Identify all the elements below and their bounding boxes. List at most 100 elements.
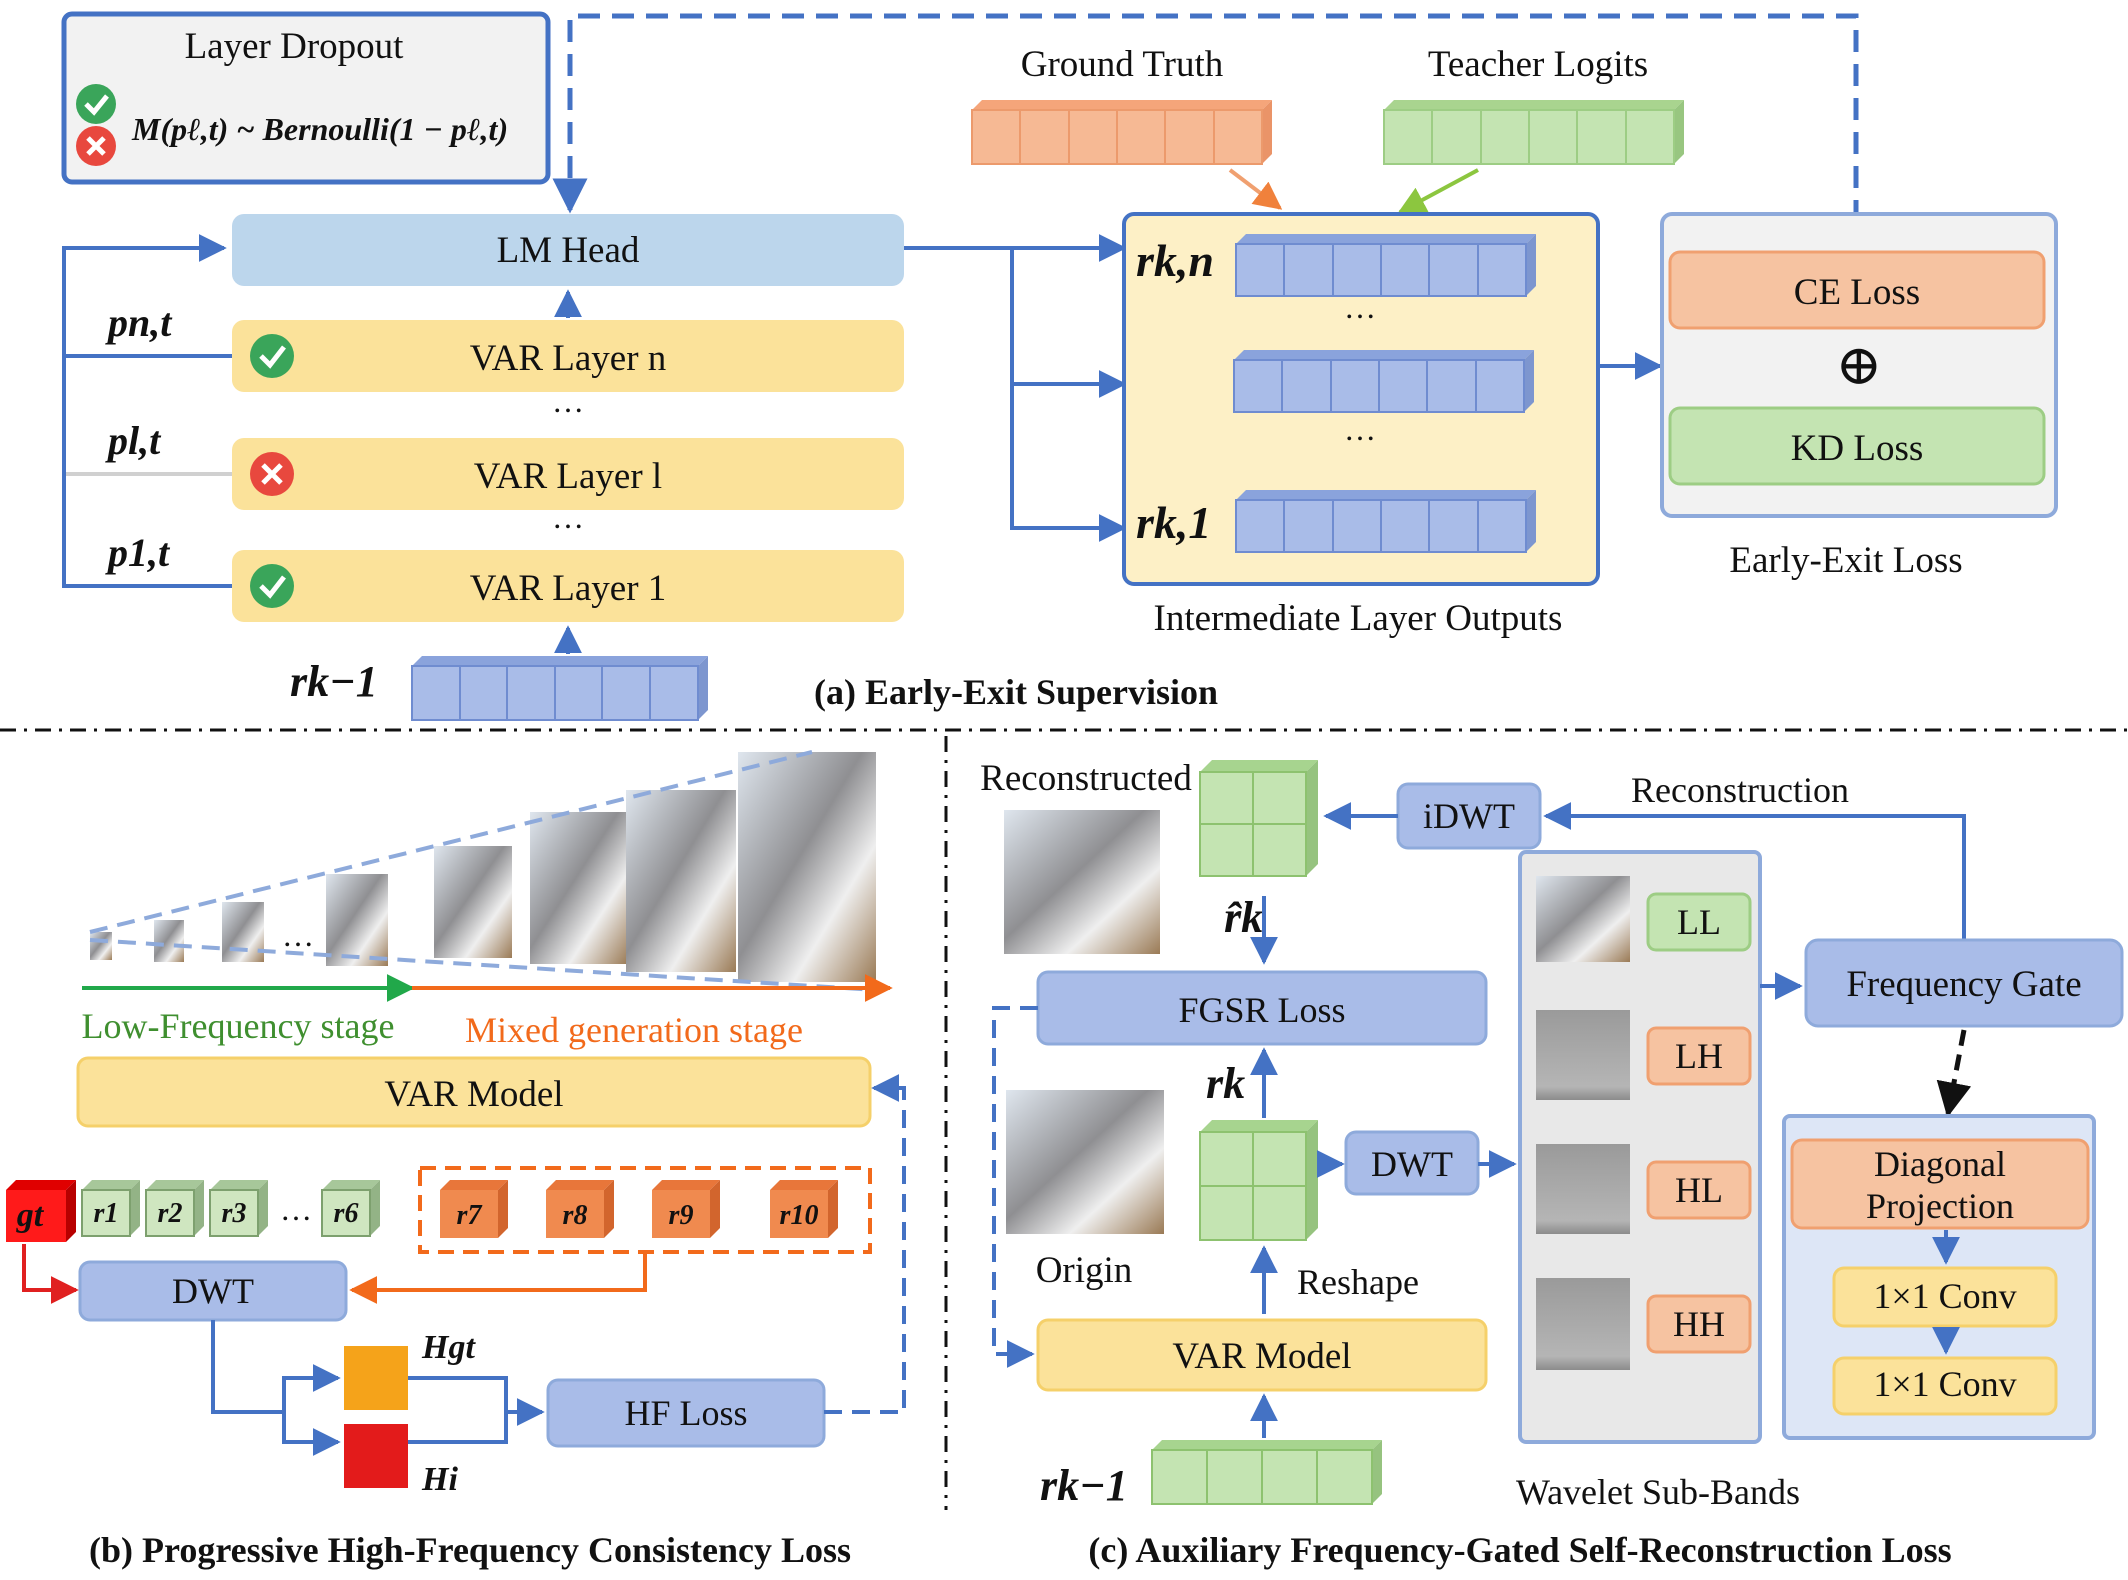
fgsr-loss-label: FGSR Loss bbox=[1178, 990, 1345, 1030]
low-token-label: r3 bbox=[222, 1198, 247, 1229]
conv2-label: 1×1 Conv bbox=[1873, 1364, 2016, 1404]
diagonal-projection-line2: Projection bbox=[1866, 1186, 2014, 1226]
dwt-label: DWT bbox=[172, 1271, 254, 1311]
mixed-stage-label: Mixed generation stage bbox=[465, 1010, 803, 1050]
rk-1-label: rk−1 bbox=[1040, 1461, 1128, 1510]
gt-cube bbox=[6, 1180, 76, 1242]
panel-c: Reconstructed r̂k iDWT Reconstruction FG… bbox=[980, 758, 2124, 1570]
high-token-r10 bbox=[770, 1180, 838, 1238]
input-token-strip bbox=[1151, 1440, 1382, 1505]
intermediate-outputs-caption: Intermediate Layer Outputs bbox=[1154, 598, 1563, 639]
high-token-label: r7 bbox=[457, 1200, 483, 1231]
cross-icon bbox=[76, 126, 116, 166]
panel-c-caption: (c) Auxiliary Frequency-Gated Self-Recon… bbox=[1088, 1530, 1951, 1570]
prob-label-l: pl,t bbox=[105, 418, 162, 463]
band-lh-label: LH bbox=[1675, 1036, 1723, 1076]
origin-label: Origin bbox=[1036, 1250, 1133, 1291]
var-model-label: VAR Model bbox=[1172, 1336, 1351, 1377]
low-token-r3 bbox=[209, 1180, 268, 1237]
scale-dashed-line bbox=[89, 938, 877, 992]
kd-loss-label: KD Loss bbox=[1791, 428, 1924, 469]
output-token-strip bbox=[1235, 234, 1536, 297]
band-ll-label: LL bbox=[1677, 902, 1721, 942]
r-hat-label: r̂k bbox=[1224, 893, 1263, 942]
layer-ellipsis: … bbox=[552, 383, 584, 419]
high-token-r7 bbox=[440, 1180, 508, 1238]
high-token-label: r8 bbox=[563, 1200, 588, 1231]
high-to-dwt-arrow bbox=[349, 1252, 647, 1304]
output-token-strip bbox=[1233, 350, 1534, 413]
layer-dropout-title: Layer Dropout bbox=[185, 26, 405, 67]
fgsr-dashed-arrow bbox=[992, 1006, 1038, 1368]
branch-line bbox=[1010, 248, 1127, 542]
panel-b-caption: (b) Progressive High-Frequency Consisten… bbox=[89, 1530, 851, 1570]
hf-loss-dashed-arrow bbox=[824, 1074, 906, 1414]
frequency-gate-label: Frequency Gate bbox=[1846, 964, 2081, 1005]
gate-to-idwt-arrow bbox=[1543, 802, 1966, 940]
h-i-swatch bbox=[344, 1424, 408, 1488]
early-exit-loss-caption: Early-Exit Loss bbox=[1729, 540, 1962, 581]
check-icon bbox=[76, 84, 116, 124]
h-gt-label: Hgt bbox=[421, 1329, 476, 1366]
reconstructed-label: Reconstructed bbox=[980, 758, 1192, 799]
prob-label-n: pn,t bbox=[105, 300, 173, 345]
low-token-r6 bbox=[321, 1180, 380, 1237]
cross-icon bbox=[250, 452, 294, 496]
gt-arrow bbox=[1228, 168, 1283, 210]
var-layer-n-box bbox=[232, 320, 904, 392]
band-lh-tag bbox=[1646, 1026, 1752, 1086]
dwt-to-h-arrow bbox=[282, 1412, 341, 1456]
dashed-feedback-arrow bbox=[552, 13, 1859, 222]
band-hh-tag bbox=[1646, 1294, 1752, 1354]
low-token-r1 bbox=[81, 1180, 140, 1237]
high-token-r8 bbox=[546, 1180, 614, 1238]
conv2-box bbox=[1832, 1356, 2058, 1416]
var-model-box bbox=[76, 1056, 872, 1128]
var-layer-n-label: VAR Layer n bbox=[470, 338, 667, 379]
high-token-label: r10 bbox=[780, 1200, 819, 1231]
band-image-hh bbox=[1536, 1278, 1630, 1370]
band-ll-tag bbox=[1646, 892, 1752, 952]
teacher-arrow bbox=[1397, 168, 1479, 214]
reconstructed-image bbox=[1004, 810, 1160, 954]
teacher-logits-label: Teacher Logits bbox=[1428, 44, 1648, 85]
plus-icon: ⊕ bbox=[1836, 335, 1883, 397]
pyramid-ellipsis: … bbox=[282, 917, 314, 953]
diagonal-projection-line1: Diagonal bbox=[1874, 1144, 2006, 1184]
band-image-lh bbox=[1536, 1010, 1630, 1100]
var-model-box bbox=[1036, 1318, 1488, 1392]
ce-loss-box bbox=[1668, 250, 2046, 330]
band-hl-label: HL bbox=[1675, 1170, 1723, 1210]
check-icon bbox=[250, 334, 294, 378]
dwt-label: DWT bbox=[1371, 1144, 1453, 1184]
rk-token-grid bbox=[1199, 1120, 1318, 1241]
ground-truth-tokens bbox=[971, 100, 1272, 165]
scale-image-pyramid: … bbox=[89, 750, 877, 992]
band-hh-label: HH bbox=[1673, 1304, 1725, 1344]
h-gt-swatch bbox=[344, 1346, 408, 1410]
output-top-label: rk,n bbox=[1136, 235, 1214, 286]
var-model-label: VAR Model bbox=[384, 1074, 563, 1115]
origin-image bbox=[1006, 1090, 1164, 1234]
conv1-box bbox=[1832, 1266, 2058, 1328]
frequency-gate-box bbox=[1804, 938, 2124, 1028]
lm-head-box bbox=[232, 214, 904, 286]
low-token-r2 bbox=[145, 1180, 204, 1237]
check-icon bbox=[250, 564, 294, 608]
low-stage-label: Low-Frequency stage bbox=[82, 1006, 395, 1046]
rk-label: rk bbox=[1206, 1059, 1245, 1108]
band-image-hl bbox=[1536, 1144, 1630, 1234]
gt-to-dwt-arrow bbox=[22, 1244, 79, 1304]
var-layer-l-label: VAR Layer l bbox=[474, 456, 662, 497]
panel-a-caption: (a) Early-Exit Supervision bbox=[814, 672, 1218, 712]
panel-a: Layer Dropout M(pℓ,t) ~ Bernoulli(1 − pℓ… bbox=[61, 11, 2058, 721]
input-r-label: rk−1 bbox=[290, 657, 378, 706]
output-token-strip bbox=[1235, 490, 1536, 553]
low-token-label: r6 bbox=[334, 1198, 359, 1229]
band-image-ll bbox=[1536, 876, 1630, 962]
prob-line bbox=[62, 234, 232, 588]
dwt-to-h-arrow bbox=[211, 1320, 341, 1414]
gt-label: gt bbox=[16, 1197, 45, 1234]
kd-loss-box bbox=[1668, 406, 2046, 486]
output-bottom-label: rk,1 bbox=[1136, 497, 1211, 548]
